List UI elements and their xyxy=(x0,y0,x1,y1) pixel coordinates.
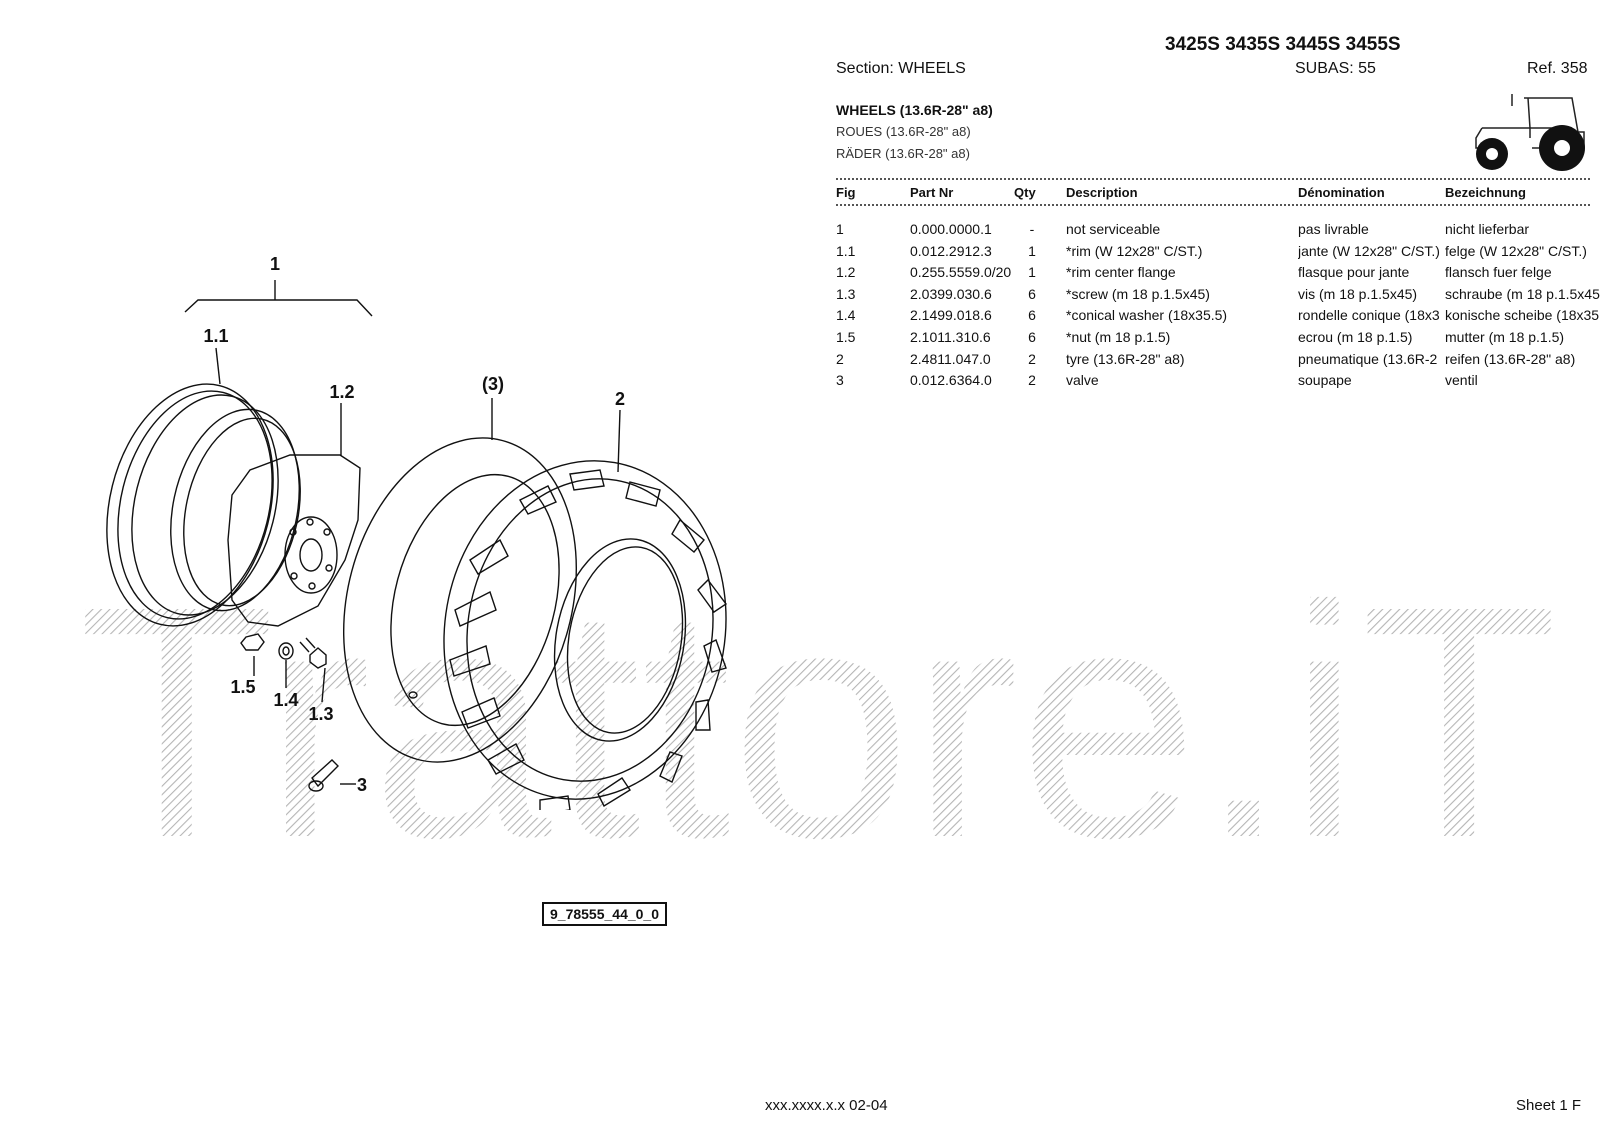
callout-1-3: 1.3 xyxy=(308,704,333,724)
cell-fig: 2 xyxy=(836,350,844,367)
cell-qty: 2 xyxy=(1028,350,1036,367)
callout-1-2: 1.2 xyxy=(329,382,354,402)
rim-center-flange xyxy=(227,454,361,627)
group-title-en: WHEELS (13.6R-28" a8) xyxy=(836,102,993,118)
callout-1-5: 1.5 xyxy=(230,677,255,697)
cell-description: not serviceable xyxy=(1066,221,1161,237)
cell-denomination: rondelle conique (18x3 xyxy=(1298,307,1440,324)
callout-1-1: 1.1 xyxy=(203,326,228,346)
cell-bezeichnung: schraube (m 18 p.1.5x45 xyxy=(1445,285,1600,302)
model-list: 3425S 3435S 3445S 3455S xyxy=(1165,34,1401,55)
cell-fig: 1.1 xyxy=(836,242,856,259)
group-title-fr: ROUES (13.6R-28" a8) xyxy=(836,124,971,139)
cell-fig: 1.4 xyxy=(836,307,856,324)
group-title-de: RÄDER (13.6R-28" a8) xyxy=(836,146,970,161)
cell-qty: 2 xyxy=(1028,372,1036,389)
cell-qty: 6 xyxy=(1028,307,1036,324)
cell-part-nr: 0.012.2912.3 xyxy=(910,242,992,259)
cell-description: *rim center flange xyxy=(1066,264,1176,281)
cell-description: *screw (m 18 p.1.5x45) xyxy=(1066,285,1210,302)
parts-table: 1 0.000.0000.1 - not serviceable pas liv… xyxy=(836,221,1600,394)
conical-washer xyxy=(278,642,294,660)
ref-label: Ref. 358 xyxy=(1527,60,1588,77)
cell-bezeichnung: konische scheibe (18x35 xyxy=(1445,307,1600,324)
col-denomination-header: Dénomination xyxy=(1298,185,1385,200)
group-bracket xyxy=(184,299,373,317)
table-header-rule xyxy=(836,204,1590,206)
cell-bezeichnung: mutter (m 18 p.1.5) xyxy=(1445,328,1565,345)
cell-bezeichnung: ventil xyxy=(1445,372,1478,389)
table-top-rule xyxy=(836,178,1590,180)
cell-bezeichnung: nicht lieferbar xyxy=(1445,221,1530,237)
cell-part-nr: 2.4811.047.0 xyxy=(910,350,991,367)
cell-part-nr: 0.012.6364.0 xyxy=(910,372,992,389)
cell-denomination: flasque pour jante xyxy=(1298,264,1410,281)
callout-3-bracketed: (3) xyxy=(482,374,504,394)
cell-fig: 1.2 xyxy=(836,264,856,281)
cell-denomination: soupape xyxy=(1298,372,1352,389)
col-qty-header: Qty xyxy=(1014,185,1036,200)
subas-label: SUBAS: 55 xyxy=(1295,60,1376,77)
cell-fig: 3 xyxy=(836,372,844,389)
cell-bezeichnung: felge (W 12x28" C/ST.) xyxy=(1445,242,1587,259)
cell-denomination: pneumatique (13.6R-2 xyxy=(1298,350,1438,367)
diagram-code-box: 9_78555_44_0_0 xyxy=(542,902,668,926)
col-bezeichnung-header: Bezeichnung xyxy=(1445,185,1526,200)
nut xyxy=(240,633,265,651)
table-row: 1 0.000.0000.1 - not serviceable pas liv… xyxy=(836,221,1600,243)
cell-denomination: ecrou (m 18 p.1.5) xyxy=(1298,328,1413,345)
cell-fig: 1 xyxy=(836,221,844,237)
cell-qty: 1 xyxy=(1028,242,1036,259)
callout-3: 3 xyxy=(357,775,367,795)
valve xyxy=(311,759,339,788)
callout-1: 1 xyxy=(270,254,280,274)
cell-denomination: jante (W 12x28" C/ST.) xyxy=(1298,242,1440,259)
cell-part-nr: 0.255.5559.0/20 xyxy=(910,264,1012,281)
rim-outer xyxy=(106,383,274,627)
cell-description: valve xyxy=(1066,372,1099,389)
cell-qty: 1 xyxy=(1028,264,1036,281)
sheet-label: Sheet 1 F xyxy=(1516,1097,1582,1114)
cell-denomination: pas livrable xyxy=(1298,221,1369,237)
cell-description: *nut (m 18 p.1.5) xyxy=(1066,328,1171,345)
tractor-icon xyxy=(1475,94,1585,171)
table-row: 1.4 2.1499.018.6 6 *conical washer (18x3… xyxy=(836,307,1600,329)
callout-2: 2 xyxy=(615,389,625,409)
cell-bezeichnung: flansch fuer felge xyxy=(1445,264,1552,281)
cell-description: *conical washer (18x35.5) xyxy=(1066,307,1228,324)
cell-part-nr: 0.000.0000.1 xyxy=(910,221,992,237)
cell-qty: 6 xyxy=(1028,285,1036,302)
callout-1-4: 1.4 xyxy=(273,690,298,710)
table-row: 2 2.4811.047.0 2 tyre (13.6R-28" a8) pne… xyxy=(836,351,1600,373)
table-row: 1.1 0.012.2912.3 1 *rim (W 12x28" C/ST.)… xyxy=(836,243,1600,265)
cell-qty: 6 xyxy=(1028,328,1036,345)
watermark: Trattore.iT xyxy=(78,560,1558,890)
cell-denomination: vis (m 18 p.1.5x45) xyxy=(1298,285,1418,302)
cell-part-nr: 2.1011.310.6 xyxy=(910,328,991,345)
cell-fig: 1.3 xyxy=(836,285,856,302)
col-fig-header: Fig xyxy=(836,185,856,200)
col-part-header: Part Nr xyxy=(910,185,954,200)
cell-part-nr: 2.0399.030.6 xyxy=(910,285,992,302)
table-row: 1.5 2.1011.310.6 6 *nut (m 18 p.1.5) ecr… xyxy=(836,329,1600,351)
exploded-wheel-diagram: 1 1.1 1.2 (3) 2 1.5 1.4 1.3 3 xyxy=(106,254,728,810)
col-description-header: Description xyxy=(1066,185,1138,200)
cell-part-nr: 2.1499.018.6 xyxy=(910,307,992,324)
table-row: 1.2 0.255.5559.0/20 1 *rim center flange… xyxy=(836,264,1600,286)
footer-code: xxx.xxxx.x.x 02-04 xyxy=(765,1097,888,1114)
table-row: 1.3 2.0399.030.6 6 *screw (m 18 p.1.5x45… xyxy=(836,286,1600,308)
table-row: 3 0.012.6364.0 2 valve soupape ventil xyxy=(836,372,1600,394)
cell-fig: 1.5 xyxy=(836,328,856,345)
section-label: Section: WHEELS xyxy=(836,60,966,77)
screw xyxy=(309,647,327,669)
inner-tube xyxy=(342,437,578,763)
cell-description: tyre (13.6R-28" a8) xyxy=(1066,350,1185,367)
watermark-text: Trattore.iT xyxy=(78,560,1558,890)
cell-description: *rim (W 12x28" C/ST.) xyxy=(1066,242,1203,259)
cell-qty: - xyxy=(1029,221,1035,237)
cell-bezeichnung: reifen (13.6R-28" a8) xyxy=(1445,350,1576,367)
